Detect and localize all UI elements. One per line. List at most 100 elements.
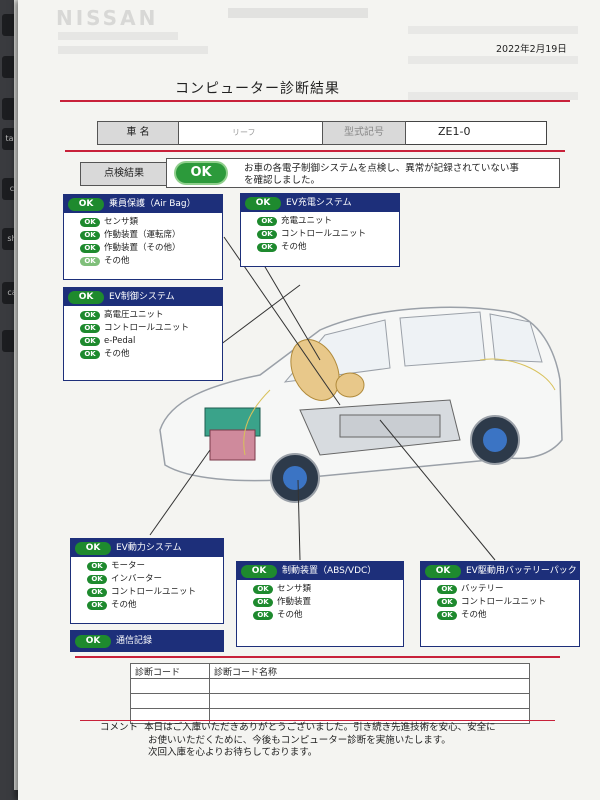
airbag-title: 乗員保護（Air Bag） xyxy=(109,199,196,209)
ok-badge: OK xyxy=(257,230,277,239)
model-value: ZE1-0 xyxy=(438,125,471,138)
comm-ok-badge: OK xyxy=(75,634,111,648)
item-label: その他 xyxy=(111,600,137,610)
table-header-row: 診断コード 診断コード名称 xyxy=(130,663,530,679)
battery-title: EV駆動用バッテリーパック xyxy=(466,566,577,576)
car-illustration xyxy=(159,306,563,503)
list-item: OK 高電圧ユニット xyxy=(80,309,222,322)
comment-line-2: お使いいただくために、今後もコンピューター診断を実施いたします。 xyxy=(148,734,451,746)
panel-ev-control: OK EV制御システム OK 高電圧ユニット OK コントロールユニット OK e-P… xyxy=(63,287,223,381)
ok-badge: OK xyxy=(80,231,100,240)
item-label: 作動装置 xyxy=(277,597,312,607)
ok-badge: OK xyxy=(253,585,273,594)
item-label: センサ類 xyxy=(277,584,312,594)
list-item: OK センサ類 xyxy=(253,583,403,596)
vehicle-name-label: 車 名 xyxy=(97,121,179,145)
item-label: その他 xyxy=(104,349,130,359)
list-item: OK モーター xyxy=(87,560,223,573)
divider-line xyxy=(65,150,565,152)
power-ok-badge: OK xyxy=(75,541,111,555)
brake-ok-badge: OK xyxy=(241,564,277,578)
report-date: 2022年2月19日 xyxy=(496,44,567,55)
ok-badge: OK xyxy=(87,601,107,610)
divider-line xyxy=(80,720,555,721)
list-item: OK その他 xyxy=(257,241,399,254)
show-through-text xyxy=(58,32,178,40)
item-label: 作動装置（その他） xyxy=(104,243,181,253)
item-label: その他 xyxy=(461,610,487,620)
inspection-message-2: を確認しました。 xyxy=(244,175,321,186)
item-label: 作動装置（運転席） xyxy=(104,230,181,240)
ok-badge: OK xyxy=(257,217,277,226)
panel-comm: OK 通信記録 xyxy=(70,630,224,652)
list-item: OK センサ類 xyxy=(80,216,222,229)
brake-title: 制動装置（ABS/VDC） xyxy=(282,566,377,576)
charge-ok-badge: OK xyxy=(245,196,281,210)
divider-line xyxy=(75,656,560,658)
battery-ok-badge: OK xyxy=(425,564,461,578)
ok-badge: OK xyxy=(437,598,457,607)
comm-title: 通信記録 xyxy=(116,636,153,646)
list-item: OK その他 xyxy=(253,609,403,622)
comment-line-3: 次回入庫を心よりお待ちしております。 xyxy=(148,747,318,758)
ok-badge: OK xyxy=(253,611,273,620)
watermark-logo: NISSAN xyxy=(56,6,159,30)
ok-badge: OK xyxy=(257,243,277,252)
ok-badge: OK xyxy=(80,257,100,266)
ok-badge: OK xyxy=(80,324,100,333)
item-label: コントロールユニット xyxy=(111,587,197,597)
list-item: OK バッテリー xyxy=(437,583,579,596)
ok-badge: OK xyxy=(87,588,107,597)
ok-badge: OK xyxy=(437,611,457,620)
ok-badge: OK xyxy=(87,575,107,584)
comment-line-1: 本日はご入庫いただきありがとうございました。引き続き先進技術を安心、安全に xyxy=(144,722,496,733)
inspection-message-1: お車の各電子制御システムを点検し、異常が記録されていない事 xyxy=(244,163,519,174)
item-label: e-Pedal xyxy=(104,336,136,346)
item-label: 高電圧ユニット xyxy=(104,310,164,320)
control-title: EV制御システム xyxy=(109,292,175,302)
ok-badge: OK xyxy=(80,311,100,320)
list-item: OK その他 xyxy=(87,599,223,612)
list-item: OK e-Pedal xyxy=(80,335,222,348)
show-through-text xyxy=(408,26,578,34)
show-through-text xyxy=(408,92,578,100)
table-row xyxy=(130,678,530,694)
table-row xyxy=(130,693,530,709)
panel-airbag: OK 乗員保護（Air Bag） OK センサ類 OK 作動装置（運転席） OK 作動… xyxy=(63,194,223,280)
item-label: コントロールユニット xyxy=(104,323,190,333)
item-label: その他 xyxy=(277,610,303,620)
item-label: センサ類 xyxy=(104,217,139,227)
ok-badge: OK xyxy=(87,562,107,571)
list-item: OK 作動装置（その他） xyxy=(80,242,222,255)
col-header-name: 診断コード名称 xyxy=(209,663,530,679)
list-item: OK コントロールユニット xyxy=(80,322,222,335)
list-item: OK インバーター xyxy=(87,573,223,586)
ok-badge: OK xyxy=(80,218,100,227)
page-title: コンピューター診断結果 xyxy=(175,81,340,97)
inspection-ok-badge: OK xyxy=(176,163,226,183)
power-title: EV動力システム xyxy=(116,543,182,553)
ok-badge: OK xyxy=(80,244,100,253)
item-label: モーター xyxy=(111,561,146,571)
item-label: バッテリー xyxy=(461,584,504,594)
item-label: その他 xyxy=(281,242,307,252)
list-item: OK その他 xyxy=(437,609,579,622)
ok-badge: OK xyxy=(437,585,457,594)
item-label: インバーター xyxy=(111,574,163,584)
item-label: 充電ユニット xyxy=(281,216,333,226)
ok-badge: OK xyxy=(80,337,100,346)
show-through-text xyxy=(228,8,368,18)
list-item: OK 充電ユニット xyxy=(257,215,399,228)
comment-block: コメント 本日はご入庫いただきありがとうございました。引き続き先進技術を安心、安… xyxy=(100,722,496,760)
comment-label: コメント xyxy=(100,722,139,733)
charge-title: EV充電システム xyxy=(286,198,352,208)
title-underline xyxy=(60,100,570,102)
